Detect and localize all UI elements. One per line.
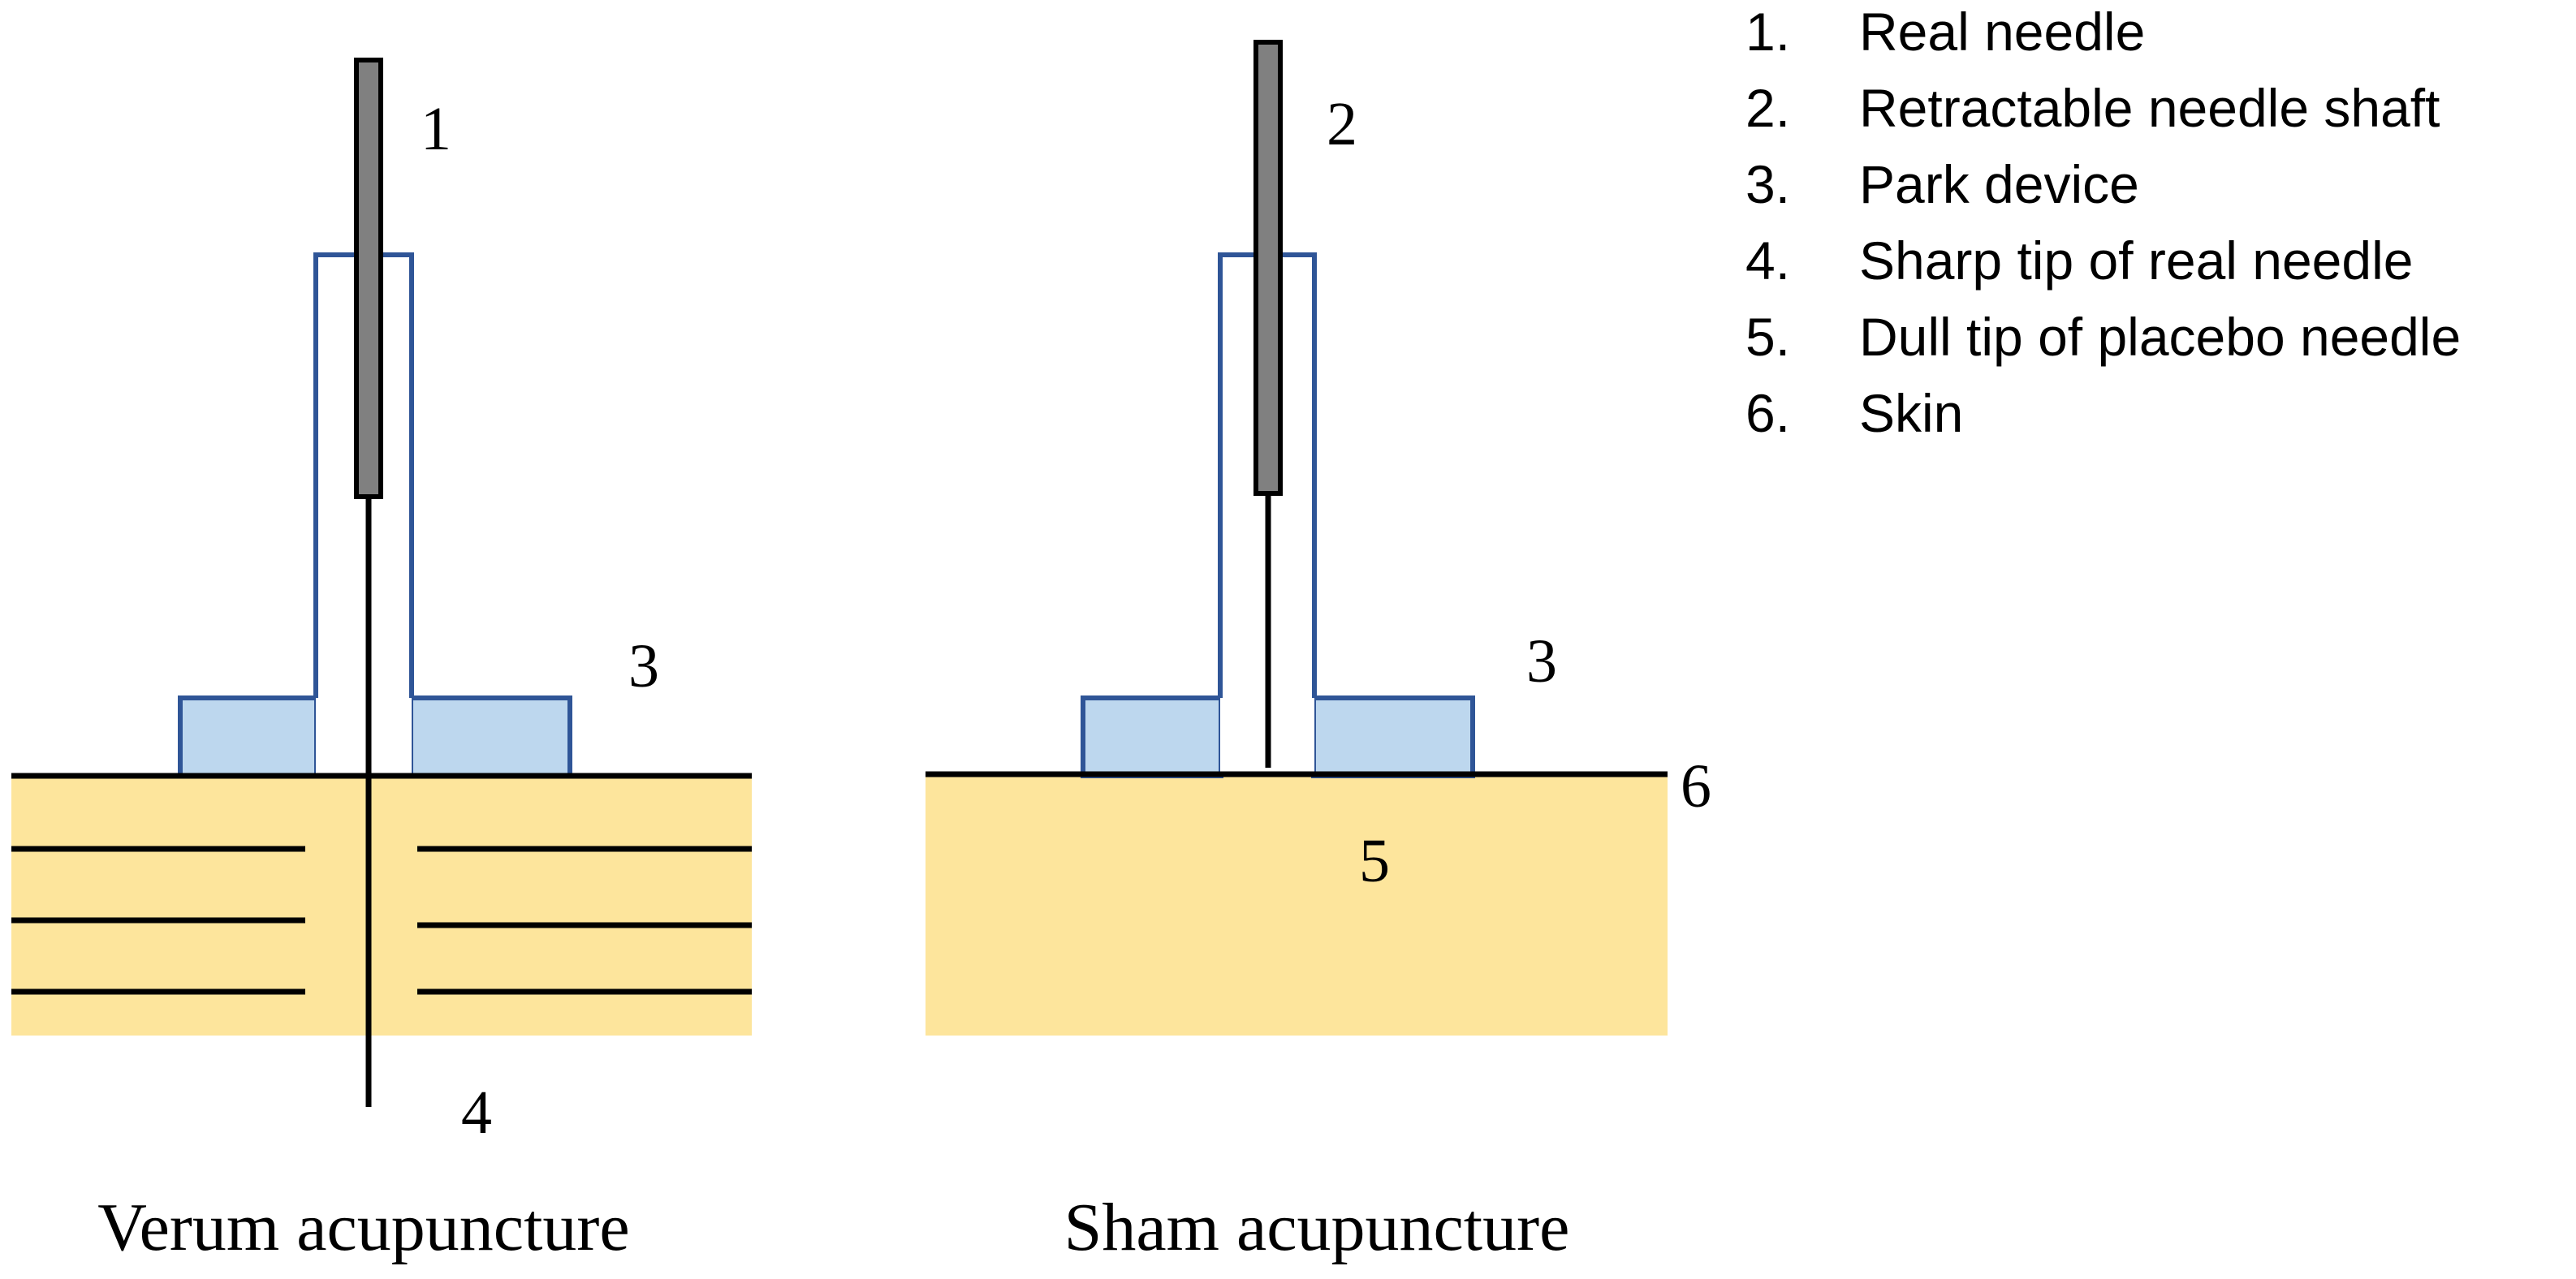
legend-item-num: 2.: [1745, 78, 1790, 138]
verum-tissue-lines: [11, 846, 752, 995]
legend-item-text: Real needle: [1859, 2, 2145, 62]
legend-item-text: Park device: [1859, 154, 2139, 214]
verum-panel: 1 3 4 Verum acupuncture: [11, 58, 752, 1265]
sham-skin-block: [926, 774, 1668, 1036]
placebo-needle-handle: [1253, 40, 1283, 496]
verum-caption: Verum acupuncture: [97, 1190, 629, 1265]
sham-panel: 2 3 5 6 Sham acupuncture: [926, 40, 1711, 1265]
device-base-right: [1311, 695, 1475, 778]
device-base-right: [408, 695, 572, 778]
legend-item-num: 3.: [1745, 154, 1790, 214]
verum-skin-block: [11, 776, 752, 1036]
legend-item-text: Skin: [1859, 383, 1963, 443]
sham-caption: Sham acupuncture: [1064, 1190, 1570, 1265]
verum-label-needle: 1: [421, 95, 451, 163]
verum-park-device: [178, 252, 572, 778]
device-base-left: [1081, 695, 1223, 778]
legend-item-num: 1.: [1745, 2, 1790, 62]
sham-label-skin: 6: [1681, 752, 1711, 820]
legend-item-num: 5.: [1745, 307, 1790, 367]
sham-label-tip: 5: [1359, 827, 1390, 895]
device-base-left: [178, 695, 319, 778]
real-needle-handle: [354, 58, 383, 499]
legend-item-num: 6.: [1745, 383, 1790, 443]
sham-label-device: 3: [1526, 627, 1557, 695]
verum-label-tip: 4: [461, 1079, 492, 1147]
legend-item-text: Retractable needle shaft: [1859, 78, 2440, 138]
legend: 1. Real needle 2. Retractable needle sha…: [1745, 2, 2461, 443]
verum-label-device: 3: [628, 632, 659, 700]
legend-item-text: Sharp tip of real needle: [1859, 230, 2413, 291]
sham-label-needle: 2: [1327, 90, 1357, 158]
legend-item-text: Dull tip of placebo needle: [1859, 307, 2461, 367]
legend-item-num: 4.: [1745, 230, 1790, 291]
